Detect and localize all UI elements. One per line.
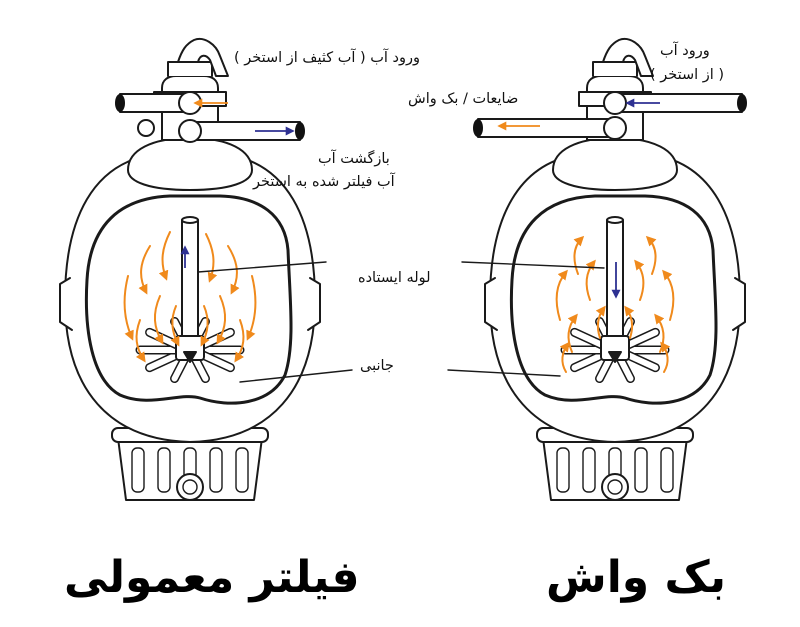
left-filter-flow-icon bbox=[123, 275, 134, 341]
right-band-left bbox=[484, 277, 498, 331]
right-base-slot bbox=[660, 447, 674, 493]
right-backwash-flow-icon bbox=[634, 259, 645, 301]
right-inlet-pipe bbox=[603, 91, 747, 115]
right-band-right bbox=[732, 277, 746, 331]
left-base-slot bbox=[131, 447, 145, 493]
right-laterals-leader-line bbox=[447, 369, 561, 377]
right-standpipe-top bbox=[606, 216, 624, 224]
left-standpipe-top bbox=[181, 216, 199, 224]
left-valve-cap bbox=[167, 61, 213, 77]
left-band-left bbox=[59, 277, 73, 331]
right-waste-pipe bbox=[473, 116, 627, 140]
left-inlet-pipe bbox=[115, 91, 202, 115]
left-filter-flow-icon bbox=[170, 305, 180, 347]
left-base-slot bbox=[235, 447, 249, 493]
left-filter-flow-icon bbox=[135, 319, 146, 363]
right-backwash-flow-icon bbox=[660, 341, 671, 373]
right-waste-pipe-union bbox=[603, 116, 627, 140]
left-hub-point bbox=[183, 351, 197, 363]
right-base-slot bbox=[556, 447, 570, 493]
right-backwash-flow-icon bbox=[573, 235, 585, 275]
left-filter-flow-icon bbox=[205, 233, 218, 283]
right-standpipe-leader-line bbox=[461, 261, 605, 269]
left-filter-flow-icon bbox=[216, 295, 226, 345]
right-standpipe bbox=[606, 219, 624, 339]
right-inlet-pipe-end bbox=[737, 94, 747, 112]
backwash-inlet-label-line2: ( از استخر ) bbox=[650, 67, 725, 83]
right-valve-handle bbox=[602, 38, 654, 77]
waste-label: ضایعات / بک واش bbox=[408, 91, 519, 107]
left-base-slot bbox=[209, 447, 223, 493]
left-valve-handle bbox=[177, 38, 229, 77]
left-laterals-leader-line bbox=[239, 369, 353, 383]
return-label-line2: آب فیلتر شده به استخر bbox=[253, 174, 395, 190]
left-inlet-pipe-end bbox=[115, 94, 125, 112]
left-sight-glass bbox=[137, 119, 155, 137]
right-backwash-flow-icon bbox=[585, 259, 596, 301]
left-band-right bbox=[307, 277, 321, 331]
left-filter-flow-icon bbox=[158, 231, 171, 281]
standpipe-leader-line bbox=[197, 261, 327, 273]
left-standpipe bbox=[181, 219, 199, 339]
normal-filter-title: فیلتر معمولی bbox=[64, 552, 360, 603]
right-base-slot bbox=[582, 447, 596, 493]
right-base-slot bbox=[634, 447, 648, 493]
right-waste-pipe-end bbox=[473, 119, 483, 137]
right-backwash-flow-icon bbox=[595, 305, 606, 339]
right-collar bbox=[552, 137, 678, 191]
left-filter-flow-icon bbox=[200, 305, 210, 347]
laterals-label: جانبی bbox=[360, 358, 394, 374]
right-backwash-flow-icon bbox=[555, 269, 568, 321]
right-drain-inner bbox=[607, 479, 623, 495]
right-backwash-flow-icon bbox=[624, 305, 635, 339]
backwash-inlet-label-line1: ورود آب bbox=[660, 43, 710, 59]
right-inlet-pipe-union bbox=[603, 91, 627, 115]
left-base-slot bbox=[157, 447, 171, 493]
right-waste-pipe-tube bbox=[477, 118, 616, 138]
left-return-pipe-end bbox=[295, 122, 305, 140]
left-return-pipe bbox=[178, 119, 305, 143]
right-backwash-flow-icon bbox=[645, 235, 657, 275]
left-filter-flow-icon bbox=[138, 245, 151, 295]
left-collar bbox=[127, 137, 253, 191]
right-hub-point bbox=[608, 351, 622, 363]
backwash-title: بک واش bbox=[546, 552, 727, 603]
right-valve-cap bbox=[592, 61, 638, 77]
left-return-pipe-union bbox=[178, 119, 202, 143]
right-backwash-flow-icon bbox=[662, 269, 675, 321]
inlet-label: ورود آب ( آب کثیف از استخر ) bbox=[234, 50, 421, 66]
right-backwash-flow-icon bbox=[567, 313, 578, 353]
left-filter-flow-icon bbox=[246, 275, 257, 341]
left-filter-flow-icon bbox=[154, 295, 164, 345]
right-backwash-flow-icon bbox=[559, 341, 570, 373]
return-label-line1: بازگشت آب bbox=[318, 151, 390, 167]
left-drain-inner bbox=[182, 479, 198, 495]
left-filter-flow-icon bbox=[234, 319, 245, 363]
standpipe-label: لوله ایستاده bbox=[358, 270, 431, 286]
